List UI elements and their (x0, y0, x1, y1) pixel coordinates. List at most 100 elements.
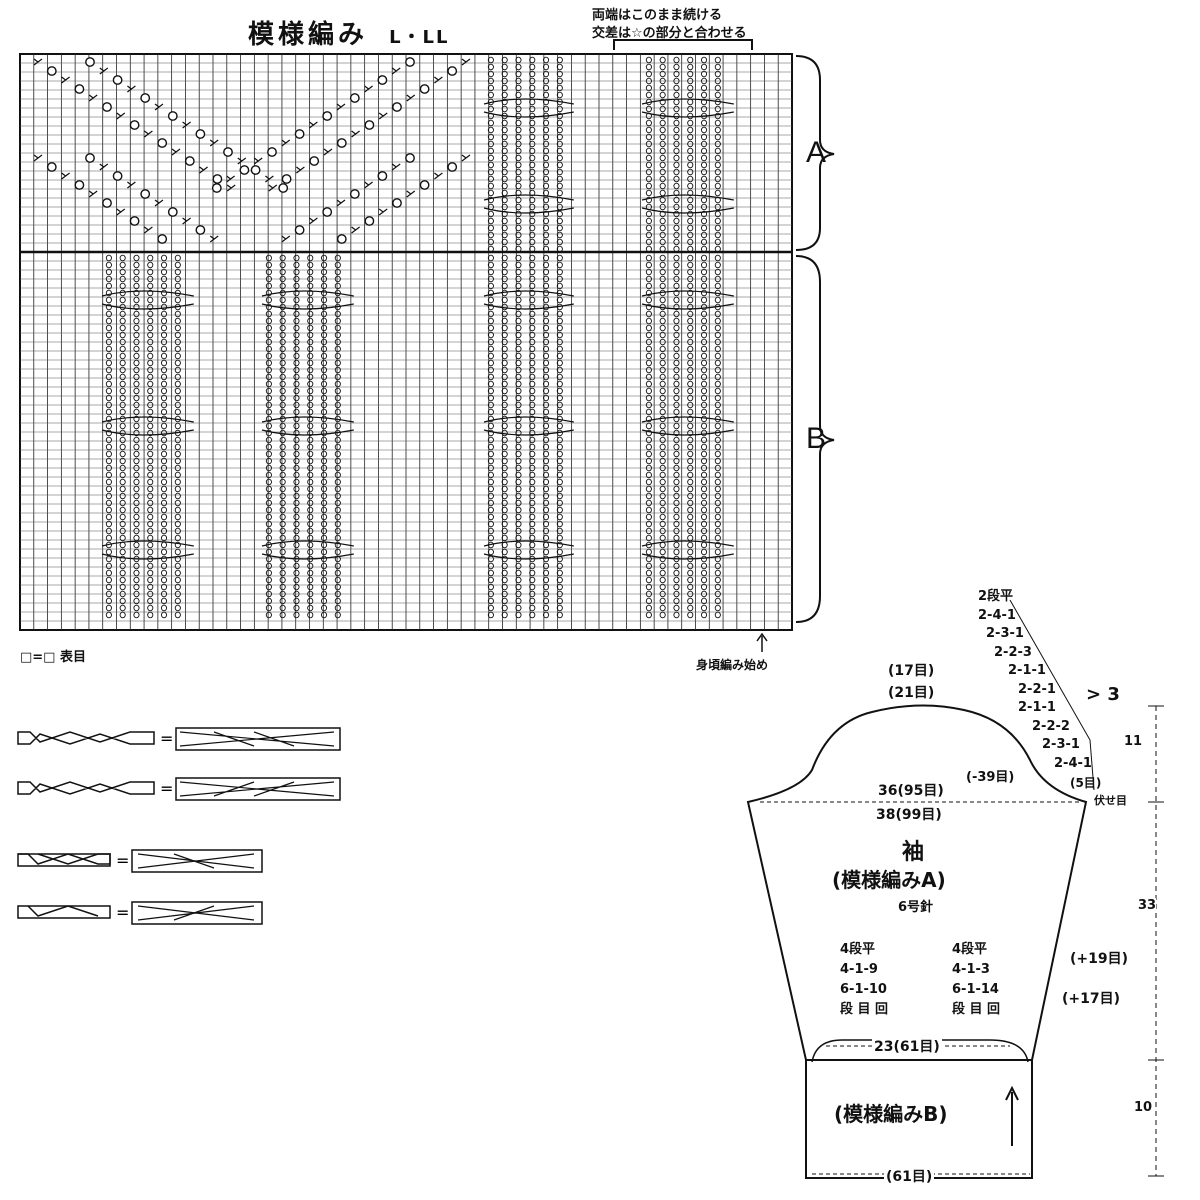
cable-stitch (487, 189, 494, 197)
cable-stitch (147, 289, 154, 297)
cable-stitch (265, 604, 272, 612)
cable-stitch (105, 464, 112, 472)
cable-stitch (320, 611, 328, 619)
cable-stitch (529, 611, 536, 619)
cable-stitch (307, 366, 314, 374)
cable-stitch (515, 338, 522, 346)
cable-stitch (133, 464, 140, 472)
cable-stitch (659, 196, 666, 204)
cable-stitch (645, 77, 652, 85)
cable-stitch (487, 261, 494, 269)
cable-stitch (147, 548, 154, 556)
cable-stitch (687, 422, 694, 430)
cable-stitch (700, 182, 708, 190)
cable-stitch (673, 154, 680, 162)
cable-stitch (659, 56, 666, 64)
cable-stitch (307, 373, 314, 381)
cable-stitch (515, 217, 522, 225)
cable-stitch (105, 254, 112, 262)
cable-stitch (133, 317, 140, 325)
cable-stitch (487, 231, 494, 239)
cable-stitch (265, 366, 272, 374)
cable-stitch (501, 168, 508, 176)
cable-stitch (700, 196, 708, 204)
cable-stitch (542, 254, 550, 262)
cable-stitch (542, 513, 550, 521)
cable-stitch (645, 56, 652, 64)
cable-stitch (542, 373, 550, 381)
decrease-symbol (88, 94, 98, 102)
cable-stitch (659, 408, 666, 416)
cable-stitch (307, 506, 314, 514)
decrease-symbol (309, 121, 318, 129)
cable-stitch (147, 338, 154, 346)
cable-stitch (529, 112, 536, 120)
cable-stitch (119, 611, 126, 619)
cable-stitch (659, 604, 666, 612)
cable-stitch (542, 499, 550, 507)
yarn-over-symbol (46, 162, 57, 172)
cable-stitch (334, 492, 341, 500)
cable-stitch (174, 331, 181, 339)
cable-stitch (687, 317, 694, 325)
cable-stitch (160, 450, 168, 458)
cable-stitch (265, 611, 272, 619)
cable-stitch (320, 520, 328, 528)
cable-stitch (687, 147, 694, 155)
cable-stitch (320, 457, 328, 465)
cable-stitch (687, 224, 694, 232)
cable-stitch (307, 345, 314, 353)
cable-stitch (714, 471, 721, 479)
top-21: (21目) (888, 685, 935, 701)
cable-stitch (133, 408, 140, 416)
cable-stitch (556, 373, 563, 381)
cable-stitch (556, 310, 563, 318)
cable-stitch (265, 443, 272, 451)
cable-stitch (673, 436, 680, 444)
cable-stitch (174, 296, 181, 304)
cable-stitch (714, 450, 721, 458)
cable-stitch (529, 450, 536, 458)
cable-stitch (487, 590, 494, 598)
cable-stitch (279, 436, 286, 444)
cable-stitch (687, 119, 694, 127)
cable-stitch (265, 485, 272, 493)
cap-height: 11 (1124, 734, 1143, 749)
cable-stitch (105, 576, 112, 584)
cable-stitch (556, 408, 563, 416)
cable-stitch (501, 569, 508, 577)
cable-stitch (700, 133, 708, 141)
cable-stitch (714, 534, 721, 542)
cable-stitch (659, 401, 666, 409)
cable-stitch (529, 140, 536, 148)
yarn-over-symbol (157, 234, 168, 244)
cable-stitch (307, 513, 314, 521)
cable-stitch (645, 189, 652, 197)
cable-stitch (334, 513, 341, 521)
yarn-over-symbol (322, 207, 333, 217)
cable-stitch (320, 576, 328, 584)
cable-stitch (700, 175, 708, 183)
yarn-over-symbol (294, 225, 305, 235)
cable-stitch (714, 345, 721, 353)
cable-stitch (293, 394, 300, 402)
chart-title: 模様編み L・LL (248, 14, 450, 51)
cable-stitch (147, 324, 154, 332)
cable-stitch (673, 380, 680, 388)
cable-stitch (529, 506, 536, 514)
cable-stitch (645, 548, 652, 556)
cable-stitch (307, 352, 314, 360)
cable-stitch (673, 217, 680, 225)
cable-stitch (334, 457, 341, 465)
cable-stitch (160, 394, 168, 402)
cable-stitch (556, 147, 563, 155)
yarn-over-symbol (250, 165, 261, 175)
cable-stitch (700, 238, 708, 246)
cable-stitch (279, 268, 286, 276)
cable-stitch (147, 373, 154, 381)
decrease-symbol (378, 112, 388, 120)
cable-stitch (501, 203, 508, 211)
cable-stitch (556, 217, 563, 225)
cable-stitch (174, 254, 181, 262)
cable-stitch (133, 401, 140, 409)
